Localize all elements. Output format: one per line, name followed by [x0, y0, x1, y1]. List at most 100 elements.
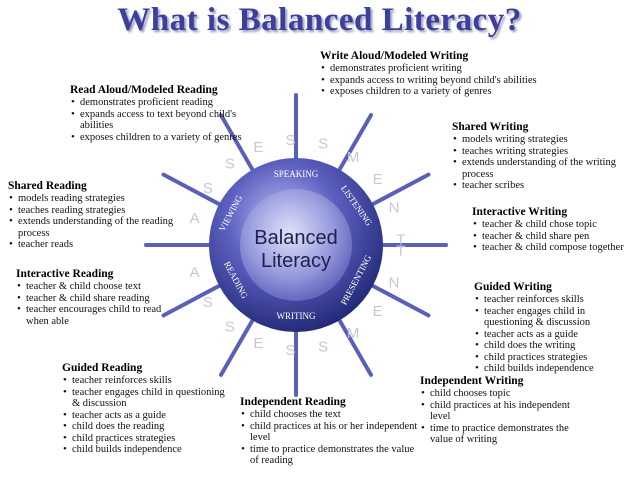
list-item: demonstrates proficient writing [321, 63, 540, 75]
assess-letter: M [347, 149, 360, 166]
spoke [334, 312, 373, 377]
list-item: expands access to writing beyond child's… [321, 75, 540, 87]
list-item: teacher reads [9, 239, 193, 251]
ring-word: WRITING [277, 311, 316, 321]
block-heading: Independent Reading [240, 396, 346, 408]
block-list: models reading strategies teaches readin… [8, 193, 193, 251]
list-item: teacher engages child in questioning & d… [475, 306, 636, 329]
list-item: teacher acts as a guide [475, 329, 636, 341]
list-item: child builds independence [63, 444, 232, 456]
list-item: child builds independence [475, 363, 636, 375]
spoke [219, 312, 258, 377]
assess-letter: E [373, 303, 383, 320]
spoke [161, 172, 228, 210]
list-item: extends understanding of the writing pro… [453, 157, 632, 180]
assess-letter: N [389, 199, 400, 216]
assess-letter: S [225, 319, 235, 336]
block-list: demonstrates proficient reading expands … [70, 97, 265, 143]
list-item: child practices at his or her independen… [241, 421, 420, 444]
list-item: models reading strategies [9, 193, 193, 205]
assess-letter: S [225, 155, 235, 172]
list-item: teacher reinforces skills [475, 294, 636, 306]
block-read-aloud-modeled-reading: Read Aloud/Modeled Reading demonstrates … [70, 84, 265, 143]
block-heading: Interactive Reading [16, 268, 114, 280]
assess-letter: T [396, 232, 405, 249]
list-item: teaches reading strategies [9, 205, 193, 217]
assess-letter: A [190, 210, 200, 227]
block-heading: Interactive Writing [472, 206, 568, 218]
list-item: child practices strategies [475, 352, 636, 364]
list-item: exposes children to a variety of genres [321, 86, 540, 98]
list-item: models writing strategies [453, 134, 632, 146]
list-item: teacher engages child in questioning & d… [63, 387, 232, 410]
block-list: child chooses topic child practices at h… [420, 388, 585, 446]
list-item: time to practice demonstrates the value … [421, 423, 585, 446]
block-heading: Guided Reading [62, 362, 143, 374]
assess-letter: E [253, 335, 263, 352]
block-list: models writing strategies teaches writin… [452, 134, 632, 192]
assess-letter: E [373, 171, 383, 188]
assess-letter: S [285, 342, 295, 359]
list-item: expands access to text beyond child's ab… [71, 109, 265, 132]
list-item: exposes children to a variety of genres [71, 132, 265, 144]
block-list: teacher & child choose text teacher & ch… [16, 281, 171, 327]
list-item: child chooses topic [421, 388, 585, 400]
block-heading: Guided Writing [474, 281, 552, 293]
list-item: teaches writing strategies [453, 146, 632, 158]
block-independent-writing: Independent Writing child chooses topic … [420, 375, 585, 446]
block-interactive-writing: Interactive Writing teacher & child chos… [472, 206, 637, 254]
assess-letter: T [396, 242, 405, 259]
list-item: teacher & child chose topic [473, 219, 637, 231]
assess-letter: M [347, 325, 360, 342]
center-title-line2: Literacy [261, 250, 331, 272]
assess-letter: S [203, 180, 213, 197]
block-guided-reading: Guided Reading teacher reinforces skills… [62, 362, 232, 456]
block-list: teacher & child chose topic teacher & ch… [472, 219, 637, 254]
spoke [364, 172, 431, 210]
ring-word: SPEAKING [274, 169, 319, 179]
block-independent-reading: Independent Reading child chooses the te… [240, 396, 420, 467]
block-heading: Read Aloud/Modeled Reading [70, 84, 218, 96]
list-item: teacher encourages child to read when ab… [17, 304, 171, 327]
list-item: teacher scribes [453, 180, 632, 192]
block-guided-writing: Guided Writing teacher reinforces skills… [474, 281, 636, 375]
block-heading: Independent Writing [420, 375, 524, 387]
block-list: teacher reinforces skills teacher engage… [474, 294, 636, 375]
block-shared-reading: Shared Reading models reading strategies… [8, 180, 193, 251]
center-title-line1: Balanced [254, 227, 337, 249]
list-item: teacher & child share reading [17, 293, 171, 305]
list-item: teacher & child share pen [473, 231, 637, 243]
assess-letter: E [253, 139, 263, 156]
assess-letter: S [318, 136, 328, 153]
list-item: teacher & child compose together [473, 242, 637, 254]
assess-letter: S [203, 294, 213, 311]
spoke [364, 280, 431, 318]
list-item: child does the reading [63, 421, 232, 433]
list-item: teacher & child choose text [17, 281, 171, 293]
block-heading: Shared Reading [8, 180, 87, 192]
assess-letter: S [285, 132, 295, 149]
list-item: demonstrates proficient reading [71, 97, 265, 109]
list-item: teacher acts as a guide [63, 410, 232, 422]
block-heading: Write Aloud/Modeled Writing [320, 50, 469, 62]
spoke [334, 113, 373, 178]
globe-inner-disc [240, 189, 352, 301]
assess-letter: A [190, 264, 200, 281]
block-list: child chooses the text child practices a… [240, 409, 420, 467]
list-item: teacher reinforces skills [63, 375, 232, 387]
block-shared-writing: Shared Writing models writing strategies… [452, 121, 632, 192]
assess-letter: S [318, 338, 328, 355]
list-item: extends understanding of the reading pro… [9, 216, 193, 239]
list-item: child chooses the text [241, 409, 420, 421]
block-list: demonstrates proficient writing expands … [320, 63, 540, 98]
block-heading: Shared Writing [452, 121, 529, 133]
block-interactive-reading: Interactive Reading teacher & child choo… [16, 268, 171, 327]
list-item: time to practice demonstrates the value … [241, 444, 420, 467]
block-write-aloud-modeled-writing: Write Aloud/Modeled Writing demonstrates… [320, 50, 540, 98]
block-list: teacher reinforces skills teacher engage… [62, 375, 232, 456]
list-item: child practices strategies [63, 433, 232, 445]
assess-letter: N [389, 275, 400, 292]
page-title: What is Balanced Literacy? [117, 2, 522, 38]
